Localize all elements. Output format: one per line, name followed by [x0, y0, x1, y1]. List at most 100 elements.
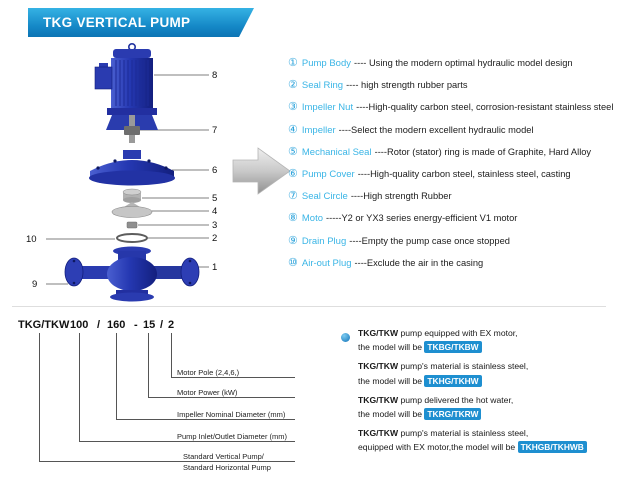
part-description: ----Rotor (stator) ring is made of Graph…	[374, 146, 592, 157]
shaft-coupling	[124, 115, 140, 143]
seal-ring	[116, 233, 148, 243]
transition-arrow-icon	[232, 147, 291, 195]
part-number-icon: ①	[288, 57, 298, 69]
callout-10: 10	[26, 234, 37, 245]
part-description: ----Exclude the air in the casing	[354, 257, 484, 268]
part-number-icon: ②	[288, 79, 298, 92]
part-number-icon: ④	[288, 123, 298, 136]
drop-line-power	[148, 333, 149, 397]
notes-section: TKG/TKW pump equipped with EX motor, the…	[341, 326, 615, 460]
label-standard-vertical: Standard Vertical Pump/	[183, 452, 264, 461]
model-badge: TKRG/TKRW	[424, 408, 482, 421]
callout-4: 4	[212, 206, 217, 217]
pump-body	[64, 246, 200, 302]
note-item: TKG/TKW pump's material is stainless ste…	[358, 359, 615, 387]
part-name: Seal Circle	[301, 191, 348, 203]
part-number-icon: ③	[288, 101, 298, 114]
part-description: ---- Using the modern optimal hydraulic …	[354, 58, 573, 68]
callout-9: 9	[32, 279, 37, 290]
note-line: the model will be TKRG/TKRW	[358, 407, 615, 421]
impeller-nut	[126, 221, 138, 229]
part-number-icon: ⑩	[288, 256, 298, 269]
part-number-icon: ⑤	[288, 145, 298, 158]
part-number-icon: ⑧	[288, 212, 298, 225]
model-segment-dash: -	[134, 319, 138, 331]
impeller	[111, 202, 153, 218]
part-description: ----Select the modern excellent hydrauli…	[338, 124, 534, 135]
model-segment-impeller: 160	[107, 319, 126, 331]
mechanical-seal	[122, 188, 142, 203]
note-item: TKG/TKW pump delivered the hot water, th…	[358, 393, 615, 421]
drop-line-inlet	[79, 333, 80, 441]
part-description: ----High-quality carbon steel, corrosion…	[356, 102, 614, 113]
note-line: the model will be TKBG/TKBW	[358, 340, 615, 354]
part-number-icon: ⑦	[288, 190, 298, 203]
part-description: ---- high strength rubber parts	[346, 80, 468, 91]
part-name: Impeller	[301, 124, 336, 136]
part-description: ----High strength Rubber	[350, 191, 452, 202]
drop-line-impeller	[116, 333, 117, 419]
label-motor-power: Motor Power (kW)	[177, 388, 238, 397]
note-line: TKG/TKW pump's material is stainless ste…	[358, 426, 615, 440]
label-line-pole	[171, 377, 295, 378]
pump-cover	[89, 150, 175, 186]
brand-text: TKG/TKW	[358, 394, 399, 405]
note-item: TKG/TKW pump's material is stainless ste…	[358, 426, 615, 454]
note-text: the model will be	[358, 375, 425, 386]
note-item: TKG/TKW pump equipped with EX motor, the…	[358, 326, 615, 354]
callout-1: 1	[212, 262, 217, 273]
note-text: pump equipped with EX motor,	[398, 328, 518, 338]
page-title-banner: TKG VERTICAL PUMP	[28, 8, 254, 37]
callout-3: 3	[212, 220, 217, 231]
part-name: Pump Body	[301, 58, 351, 69]
motor	[94, 42, 158, 130]
note-text: equipped with EX motor,the model will be	[358, 442, 518, 453]
pump-exploded-diagram: 8 7 6 5 4 3 2 10 1 9	[26, 42, 217, 302]
part-number-icon: ⑨	[288, 234, 298, 247]
note-line: TKG/TKW pump delivered the hot water,	[358, 393, 615, 407]
brand-text: TKG/TKW	[358, 428, 399, 439]
bullet-icon	[341, 333, 350, 342]
note-text: the model will be	[358, 342, 425, 353]
note-text: the model will be	[358, 409, 425, 420]
part-name: Seal Ring	[301, 80, 344, 92]
callout-8: 8	[212, 70, 217, 81]
label-line-power	[148, 397, 295, 398]
label-line-series	[39, 461, 295, 462]
part-name: Moto	[301, 213, 323, 225]
label-line-impeller	[116, 419, 295, 420]
model-code-breakdown: TKG/TKW 100 / 160 - 15 / 2 Motor Pole (2…	[15, 315, 345, 495]
note-line: equipped with EX motor,the model will be…	[358, 440, 615, 454]
model-badge: TKHG/TKHW	[424, 374, 482, 387]
callout-7: 7	[212, 125, 217, 136]
part-name: Mechanical Seal	[301, 146, 372, 158]
model-segment-slash2: /	[160, 319, 164, 331]
note-text: pump delivered the hot water,	[398, 394, 514, 405]
model-segment-inlet: 100	[70, 319, 89, 331]
drop-line-pole	[171, 333, 172, 377]
section-divider	[12, 306, 606, 307]
part-description: ----High-quality carbon steel, stainless…	[357, 168, 571, 179]
model-segment-power: 15	[143, 319, 156, 331]
note-line: TKG/TKW pump's material is stainless ste…	[358, 359, 615, 373]
callout-6: 6	[212, 165, 217, 176]
drop-line-series	[39, 333, 40, 461]
model-badge: TKBG/TKBW	[424, 341, 482, 354]
note-text: pump's material is stainless steel,	[398, 361, 529, 372]
model-segment-slash: /	[97, 319, 101, 331]
part-name: Air-out Plug	[301, 257, 352, 269]
part-name: Drain Plug	[301, 235, 347, 247]
brand-text: TKG/TKW	[358, 328, 399, 338]
note-line: the model will be TKHG/TKHW	[358, 374, 615, 388]
callout-5: 5	[212, 193, 217, 204]
part-name: Impeller Nut	[301, 102, 354, 114]
